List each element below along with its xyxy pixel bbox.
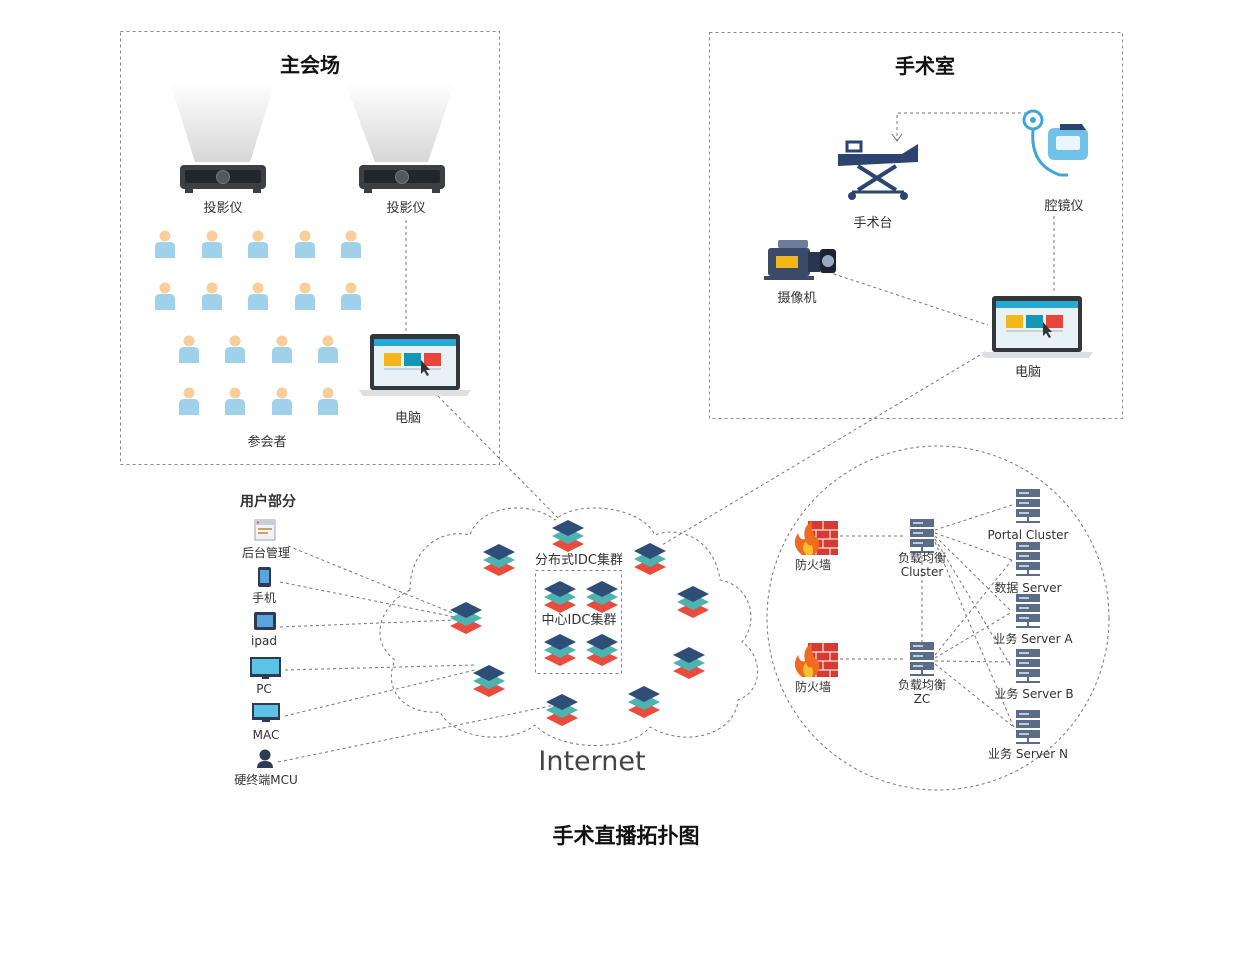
projector-right: 投影仪: [345, 82, 455, 216]
attendee-icon: [155, 282, 175, 310]
server-label: 业务 Server B: [994, 686, 1073, 701]
endoscope-icon: [1022, 109, 1088, 177]
attendees-grid: [155, 230, 361, 415]
mcu-terminal-icon: [257, 749, 273, 768]
attendees-label: 参会者: [247, 434, 286, 450]
attendee-icon: [225, 387, 245, 415]
attendee-icon: [272, 387, 292, 415]
server-label: 业务 Server N: [988, 746, 1068, 761]
attendee-icon: [341, 230, 361, 258]
venue-laptop-icon: [359, 334, 471, 396]
surgery-room-title: 手术室: [895, 54, 955, 78]
load-balancer-icon: [909, 641, 935, 676]
user-item-label: 后台管理: [242, 545, 290, 560]
user-item-label: ipad: [251, 634, 277, 648]
user-item-label: MAC: [253, 728, 280, 742]
idc-node-icon: [673, 647, 705, 679]
venue-computer-label: 电脑: [395, 411, 421, 426]
internet-cloud: [379, 507, 759, 746]
mac-monitor-icon: [252, 703, 280, 722]
projector-left: 投影仪: [170, 82, 275, 216]
server-icon: [1015, 541, 1041, 576]
attendee-icon: [248, 230, 268, 258]
operating-table-label: 手术台: [853, 216, 892, 231]
idc-node-icon: [544, 581, 576, 613]
idc-cluster-label: 分布式IDC集群: [535, 552, 623, 568]
camera-label: 摄像机: [777, 291, 816, 306]
internet-label: Internet: [538, 746, 645, 777]
attendee-icon: [318, 387, 338, 415]
idc-node-icon: [586, 634, 618, 666]
lb-zc-label: ZC: [914, 692, 931, 706]
lb-zc-label: 负载均衡: [898, 678, 946, 692]
attendee-icon: [202, 230, 222, 258]
idc-node-icon: [677, 586, 709, 618]
load-balancer-icon: [909, 518, 935, 553]
idc-node-icon: [586, 581, 618, 613]
idc-node-icon: [634, 543, 666, 575]
attendee-icon: [202, 282, 222, 310]
server-icon: [1015, 488, 1041, 523]
firewall-icon: [794, 642, 839, 678]
idc-node-icon: [450, 602, 482, 634]
surgery-computer-label: 电脑: [1015, 365, 1041, 380]
center-idc-box: [535, 570, 622, 674]
diagram-caption: 手术直播拓扑图: [553, 824, 700, 848]
venue-title: 主会场: [280, 53, 340, 77]
user-item-label: PC: [256, 682, 272, 696]
projector-label: 投影仪: [386, 200, 425, 216]
server-label: Portal Cluster: [988, 528, 1069, 542]
idc-node-icon: [546, 694, 578, 726]
admin-console-icon: [254, 519, 276, 541]
surgery-laptop-icon: [981, 296, 1093, 358]
phone-icon: [258, 567, 271, 587]
server-label: 业务 Server A: [993, 631, 1073, 646]
tablet-icon: [254, 612, 276, 630]
firewall-label: 防火墙: [795, 557, 831, 572]
attendee-icon: [341, 282, 361, 310]
idc-node-icon: [628, 686, 660, 718]
firewall-icon: [794, 520, 839, 556]
projector-label: 投影仪: [203, 200, 242, 216]
users-title: 用户部分: [240, 493, 296, 510]
server-label: 数据 Server: [994, 580, 1061, 595]
user-item-label: 手机: [252, 591, 276, 605]
attendee-icon: [155, 230, 175, 258]
projector-icon: [179, 164, 267, 194]
pc-monitor-icon: [250, 657, 281, 679]
attendee-icon: [179, 335, 199, 363]
projector-light-beam: [345, 82, 455, 162]
lb-cluster-label: Cluster: [901, 565, 944, 579]
venue-box: [120, 31, 500, 465]
video-camera-icon: [764, 240, 836, 280]
operating-table-icon: [838, 140, 918, 200]
attendee-icon: [318, 335, 338, 363]
datacenter-boundary: [766, 445, 1110, 791]
attendee-icon: [272, 335, 292, 363]
endoscope-label: 腔镜仪: [1044, 199, 1083, 214]
attendee-icon: [248, 282, 268, 310]
lb-cluster-label: 负载均衡: [898, 551, 946, 565]
projector-light-beam: [170, 82, 275, 162]
idc-node-icon: [483, 544, 515, 576]
server-icon: [1015, 648, 1041, 683]
connection-lines: [277, 112, 1055, 763]
idc-node-icon: [473, 665, 505, 697]
server-icon: [1015, 593, 1041, 628]
attendee-icon: [179, 387, 199, 415]
attendee-icon: [295, 282, 315, 310]
server-icon: [1015, 709, 1041, 744]
idc-node-icon: [552, 520, 584, 552]
idc-node-icon: [544, 634, 576, 666]
center-idc-label: 中心IDC集群: [542, 612, 617, 628]
firewall-label: 防火墙: [795, 679, 831, 694]
projector-icon: [358, 164, 446, 194]
surgery-room-box: [709, 32, 1123, 419]
attendee-icon: [295, 230, 315, 258]
user-item-label: 硬终端MCU: [234, 772, 298, 787]
attendee-icon: [225, 335, 245, 363]
